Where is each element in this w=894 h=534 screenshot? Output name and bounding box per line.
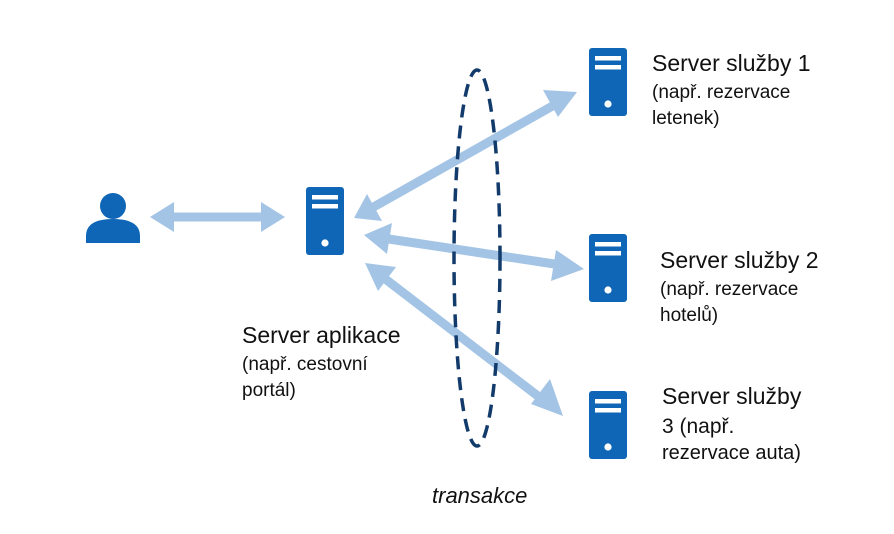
service-server-2-title: Server služby 2 (660, 247, 819, 273)
arrow-app-service3 (377, 271, 550, 407)
arrowhead-app-service2-end (551, 250, 584, 281)
app-server-desc-2: portál) (242, 380, 296, 401)
arrow-app-service1 (367, 100, 559, 213)
service-server-3-desc-2: rezervace auta) (662, 442, 801, 464)
service-server-2-desc-2: hotelů) (660, 305, 719, 326)
arrowhead-app-service2-start (364, 223, 392, 254)
service-server-2-label: Server služby 2 (např. rezervace hotelů) (660, 247, 819, 329)
app-server-title: Server aplikace (242, 322, 401, 348)
arrowhead-app-service3-start (365, 263, 396, 291)
service-server-3-desc-1: 3 (např. (662, 415, 735, 438)
service-server-1-desc-2: letenek) (652, 108, 720, 129)
service-server-1-title: Server služby 1 (652, 50, 811, 76)
arrowhead-app-service3-end (531, 379, 563, 416)
service-server-1-icon (589, 48, 627, 116)
service-server-2-desc-1: (např. rezervace (660, 279, 799, 300)
service-server-3-label: Server služby 3 (např. rezervace auta) (662, 383, 801, 466)
transaction-label: transakce (432, 483, 528, 508)
service-server-1-label: Server služby 1 (např. rezervace letenek… (652, 50, 811, 132)
service-server-1-desc-1: (např. rezervace (652, 82, 791, 103)
service-server-3-icon (589, 391, 627, 459)
arrowhead-user-app-right (261, 202, 285, 232)
service-server-2-icon (589, 234, 627, 302)
transaction-ellipse (452, 68, 502, 448)
arrowhead-app-service1-start (354, 194, 382, 221)
service-server-3-title: Server služby (662, 383, 802, 409)
app-server-desc-1: (např. cestovní (242, 354, 368, 375)
arrow-app-service2 (381, 233, 562, 270)
person-icon (86, 193, 140, 243)
arrowhead-app-service1-end (543, 90, 577, 117)
arrowhead-user-app-left (150, 202, 174, 232)
app-server-icon (306, 187, 344, 255)
app-server-label: Server aplikace (např. cestovní portál) (242, 322, 401, 404)
